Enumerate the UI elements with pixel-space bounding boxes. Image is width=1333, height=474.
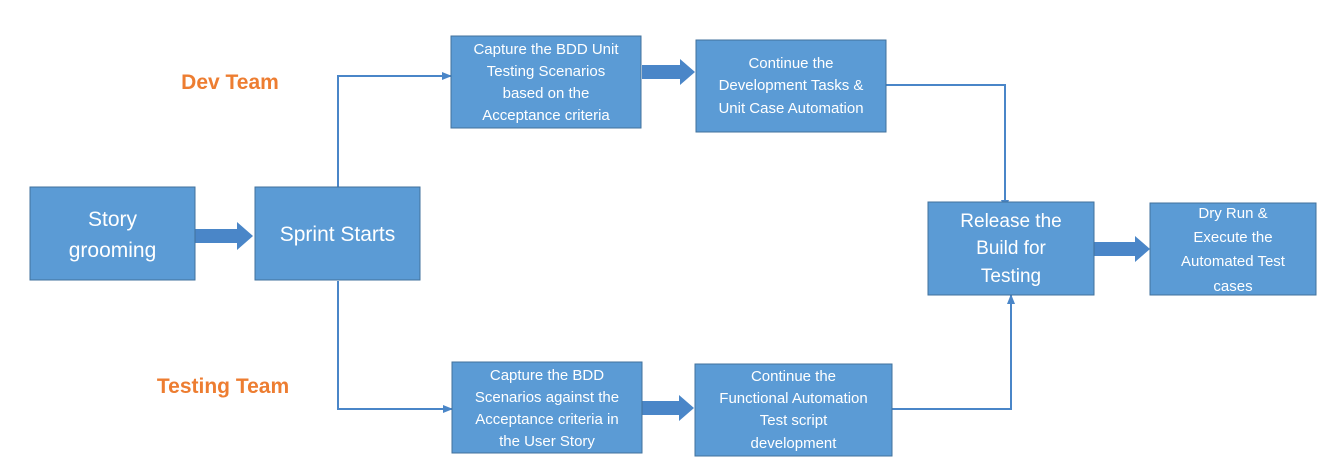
test-capture-line-1: Capture the BDD bbox=[490, 367, 604, 384]
dev-continue-box: Continue the Development Tasks & Unit Ca… bbox=[695, 39, 887, 133]
sprint-starts-box: Sprint Starts bbox=[254, 186, 421, 281]
sprint-to-dev-connector bbox=[337, 72, 452, 187]
test-continue-box: Continue the Functional Automation Test … bbox=[694, 363, 893, 457]
test-capture-line-3: Acceptance criteria in bbox=[475, 411, 618, 428]
dev-capture-line-1: Capture the BDD Unit bbox=[473, 41, 619, 58]
dev-capture-line-3: based on the bbox=[503, 85, 590, 102]
story-grooming-line-1: Story bbox=[88, 208, 138, 231]
test-continue-line-3: Test script bbox=[760, 412, 828, 429]
sprint-to-testing-connector bbox=[337, 281, 453, 413]
test-capture-line-2: Scenarios against the bbox=[475, 389, 619, 406]
release-build-box: Release the Build for Testing bbox=[927, 201, 1095, 296]
release-build-line-2: Build for bbox=[976, 238, 1046, 259]
test-continue-line-1: Continue the bbox=[751, 368, 836, 385]
dry-run-line-1: Dry Run & bbox=[1198, 205, 1267, 222]
dev-team-label: Dev Team bbox=[181, 71, 279, 94]
dry-run-box: Dry Run & Execute the Automated Test cas… bbox=[1149, 202, 1317, 296]
dry-run-line-2: Execute the bbox=[1193, 229, 1272, 246]
testing-to-release-connector bbox=[892, 294, 1015, 410]
dev-continue-line-3: Unit Case Automation bbox=[718, 100, 863, 117]
test-continue-line-2: Functional Automation bbox=[719, 390, 867, 407]
testing-team-label: Testing Team bbox=[157, 375, 289, 398]
story-grooming-box: Story grooming bbox=[29, 186, 196, 281]
dev-capture-line-2: Testing Scenarios bbox=[487, 63, 605, 80]
test-capture-to-continue-arrow bbox=[642, 395, 694, 421]
release-build-line-3: Testing bbox=[981, 266, 1041, 287]
test-continue-line-4: development bbox=[751, 435, 838, 452]
release-to-dry-run-arrow bbox=[1094, 236, 1150, 262]
story-grooming-line-2: grooming bbox=[69, 239, 157, 262]
dev-to-release-connector bbox=[886, 84, 1009, 210]
release-build-line-1: Release the bbox=[960, 211, 1061, 232]
test-capture-line-4: the User Story bbox=[499, 433, 595, 450]
dev-capture-to-continue-arrow bbox=[642, 59, 695, 85]
sprint-starts-line-1: Sprint Starts bbox=[280, 223, 396, 246]
story-to-sprint-arrow bbox=[195, 222, 253, 250]
dry-run-line-3: Automated Test bbox=[1181, 253, 1286, 270]
dev-capture-line-4: Acceptance criteria bbox=[482, 107, 610, 124]
test-capture-box: Capture the BDD Scenarios against the Ac… bbox=[451, 361, 643, 454]
dry-run-line-4: cases bbox=[1213, 278, 1252, 295]
dev-capture-box: Capture the BDD Unit Testing Scenarios b… bbox=[450, 35, 642, 129]
dev-continue-line-1: Continue the bbox=[748, 55, 833, 72]
dev-continue-line-2: Development Tasks & bbox=[719, 77, 864, 94]
